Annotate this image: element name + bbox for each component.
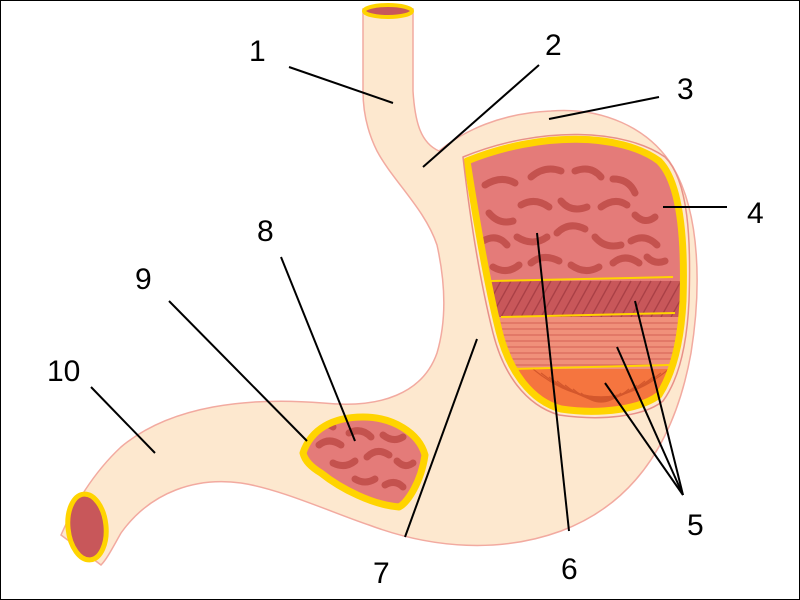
leader-6 bbox=[536, 232, 570, 532]
oblique-muscle-stripes bbox=[480, 280, 684, 318]
leader-2 bbox=[422, 64, 540, 168]
pylorus-rim bbox=[299, 413, 429, 511]
stomach-cutaway bbox=[467, 139, 684, 412]
label-7: 7 bbox=[373, 557, 390, 590]
leader-5b bbox=[616, 346, 684, 496]
leader-8 bbox=[280, 256, 356, 442]
leader-9 bbox=[168, 300, 308, 442]
label-5: 5 bbox=[687, 509, 704, 542]
layer-divider-1 bbox=[490, 276, 674, 282]
leader-lines bbox=[90, 64, 727, 538]
leader-5c bbox=[604, 382, 684, 496]
layer-divider-3 bbox=[510, 364, 670, 370]
leader-1 bbox=[288, 66, 394, 104]
esophagus-opening bbox=[362, 3, 414, 19]
label-8: 8 bbox=[257, 215, 274, 248]
leader-3 bbox=[548, 96, 660, 120]
leader-5a bbox=[634, 300, 684, 496]
serosa-rim-outline bbox=[462, 133, 691, 419]
label-4: 4 bbox=[747, 197, 764, 230]
label-1: 1 bbox=[249, 35, 266, 68]
longitudinal-muscle-arcs bbox=[532, 368, 670, 403]
label-9: 9 bbox=[135, 263, 152, 296]
layer-divider-2 bbox=[500, 312, 676, 318]
duodenum-opening bbox=[65, 491, 109, 563]
label-10: 10 bbox=[47, 355, 80, 388]
label-2: 2 bbox=[545, 29, 562, 62]
label-6: 6 bbox=[561, 553, 578, 586]
leader-10 bbox=[90, 386, 156, 454]
label-3: 3 bbox=[677, 73, 694, 106]
leader-7 bbox=[404, 338, 478, 538]
